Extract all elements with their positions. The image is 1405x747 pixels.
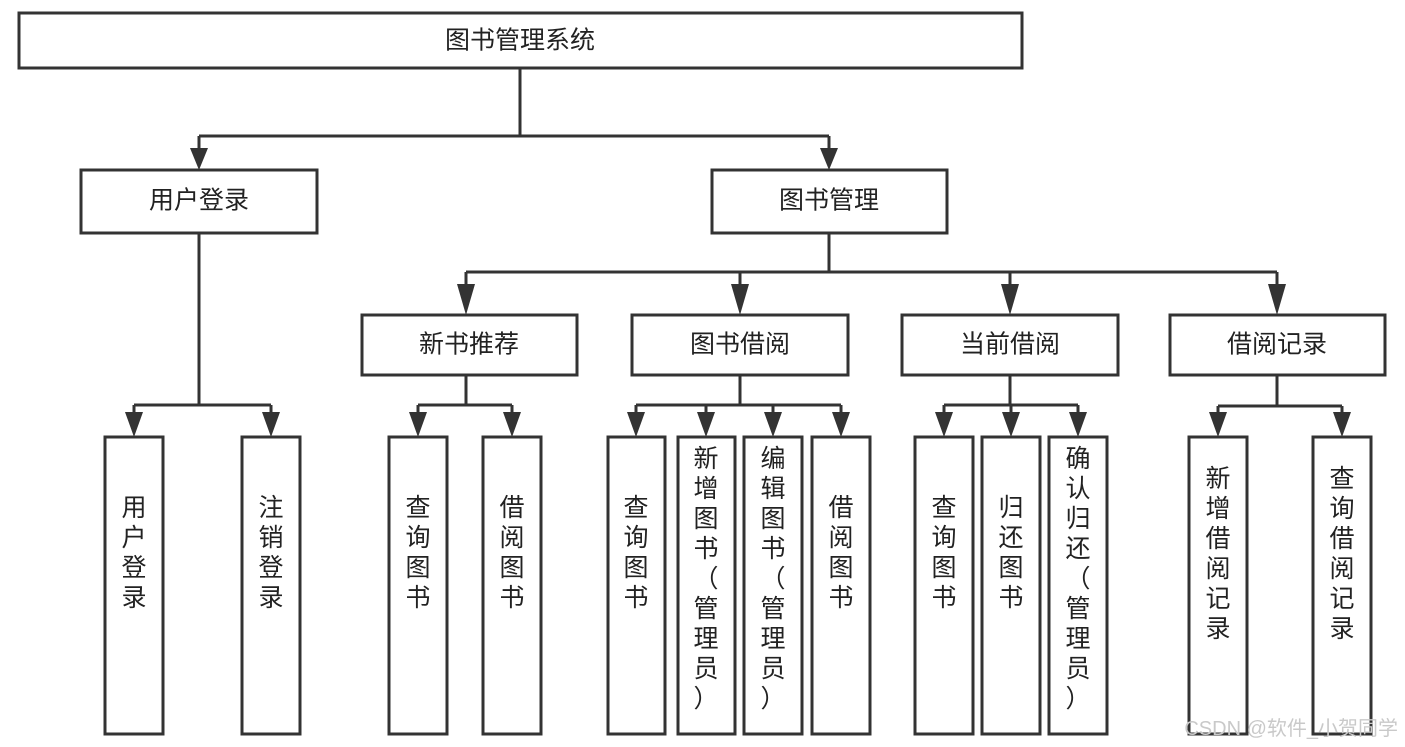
node-leaf-query-borrow-record-box[interactable] [1311,435,1373,736]
node-leaf-confirm-return-box[interactable] [1047,435,1109,736]
node-leaf-edit-book-box[interactable] [742,435,804,736]
node-leaf-user-login-box[interactable] [103,435,165,736]
node-leaf-logout-label: 注销登录 [258,494,283,612]
arrow-head-leaf-query-book-borrow [627,412,645,437]
arrow-head-leaf-confirm-return [1069,412,1087,437]
node-root-box[interactable] [17,11,1024,70]
connector-group-book-management [457,233,1286,315]
arrow-head-user-login [190,148,208,170]
node-leaf-return-book[interactable]: 归还图书 [980,435,1042,736]
arrow-head-leaf-borrow-book [832,412,850,437]
node-leaf-confirm-return[interactable]: 确认归还（管理员） [1047,435,1109,736]
arrow-head-leaf-borrow-book-recommend [503,412,521,437]
node-leaf-logout-box[interactable] [240,435,302,736]
node-leaf-query-book-borrow[interactable]: 查询图书 [606,435,667,736]
node-borrow-records-label: 借阅记录 [1227,331,1327,359]
node-user-login-box[interactable] [79,168,319,235]
node-leaf-query-borrow-record[interactable]: 查询借阅记录 [1311,435,1373,736]
connector-group-new-book-recommend [409,375,521,437]
node-leaf-add-borrow-record-box[interactable] [1187,435,1249,736]
node-leaf-add-borrow-record[interactable]: 新增借阅记录 [1187,435,1249,736]
node-root-label: 图书管理系统 [445,27,595,55]
node-user-login[interactable]: 用户登录 [79,168,319,235]
connector-group-book-borrow [627,375,850,437]
node-leaf-edit-book[interactable]: 编辑图书（管理员） [742,435,804,736]
node-book-borrow[interactable]: 图书借阅 [630,313,850,377]
arrow-head-current-borrow [1001,284,1019,315]
arrow-head-leaf-add-book [697,412,715,437]
node-leaf-borrow-book-recommend-label: 借阅图书 [499,494,524,612]
node-book-management-label: 图书管理 [779,187,879,215]
arrow-head-leaf-edit-book [764,412,782,437]
node-leaf-add-borrow-record-label: 新增借阅记录 [1205,465,1230,643]
node-leaf-add-book-label: 新增图书（管理员） [693,445,718,713]
connector-group-user-login [125,233,280,437]
node-leaf-borrow-book[interactable]: 借阅图书 [810,435,872,736]
arrow-head-leaf-query-borrow-record [1333,412,1351,437]
arrow-head-leaf-query-book-current [935,412,953,437]
node-leaf-query-book-recommend-label: 查询图书 [405,494,430,612]
node-leaf-add-book[interactable]: 新增图书（管理员） [676,435,737,736]
node-new-book-recommend-box[interactable] [360,313,579,377]
node-leaf-query-book-current-box[interactable] [913,435,975,736]
node-new-book-recommend-label: 新书推荐 [419,331,519,359]
node-leaf-return-book-label: 归还图书 [998,494,1023,612]
arrow-head-leaf-return-book [1002,412,1020,437]
arrow-head-leaf-logout [262,412,280,437]
connector-group-root [190,68,838,170]
node-borrow-records[interactable]: 借阅记录 [1168,313,1387,377]
node-leaf-query-book-borrow-box[interactable] [606,435,667,736]
node-new-book-recommend[interactable]: 新书推荐 [360,313,579,377]
node-leaf-query-book-recommend[interactable]: 查询图书 [387,435,449,736]
node-leaf-query-book-current[interactable]: 查询图书 [913,435,975,736]
node-leaf-borrow-book-recommend[interactable]: 借阅图书 [481,435,543,736]
csdn-watermark: CSDN @软件_小贺同学 [1184,717,1398,740]
node-leaf-query-book-borrow-label: 查询图书 [623,494,648,612]
node-borrow-records-box[interactable] [1168,313,1387,377]
arrow-head-leaf-user-login [125,412,143,437]
node-leaf-query-borrow-record-label: 查询借阅记录 [1329,465,1354,643]
arrow-head-borrow-records [1268,284,1286,315]
arrow-head-book-borrow [731,284,749,315]
node-book-borrow-label: 图书借阅 [690,331,790,359]
node-leaf-borrow-book-box[interactable] [810,435,872,736]
arrow-head-leaf-add-borrow-record [1209,412,1227,437]
node-leaf-confirm-return-label: 确认归还（管理员） [1065,445,1090,713]
connector-group-borrow-records [1209,375,1351,437]
node-book-management[interactable]: 图书管理 [710,168,949,235]
node-leaf-user-login-label: 用户登录 [121,494,146,612]
arrow-head-new-book-recommend [457,284,475,315]
node-leaf-borrow-book-recommend-box[interactable] [481,435,543,736]
arrow-head-leaf-query-book-recommend [409,412,427,437]
node-leaf-add-book-box[interactable] [676,435,737,736]
arrow-head-book-management [820,148,838,170]
node-user-login-label: 用户登录 [149,187,249,215]
node-leaf-return-book-box[interactable] [980,435,1042,736]
node-current-borrow-box[interactable] [900,313,1120,377]
node-root[interactable]: 图书管理系统 [17,11,1024,70]
node-leaf-borrow-book-label: 借阅图书 [828,494,853,612]
connector-group-current-borrow [935,375,1087,437]
node-book-borrow-box[interactable] [630,313,850,377]
node-leaf-logout[interactable]: 注销登录 [240,435,302,736]
node-book-management-box[interactable] [710,168,949,235]
node-leaf-edit-book-label: 编辑图书（管理员） [760,445,785,713]
node-leaf-user-login[interactable]: 用户登录 [103,435,165,736]
node-leaf-query-book-current-label: 查询图书 [931,494,956,612]
node-leaf-query-book-recommend-box[interactable] [387,435,449,736]
node-current-borrow-label: 当前借阅 [960,331,1060,359]
node-current-borrow[interactable]: 当前借阅 [900,313,1120,377]
